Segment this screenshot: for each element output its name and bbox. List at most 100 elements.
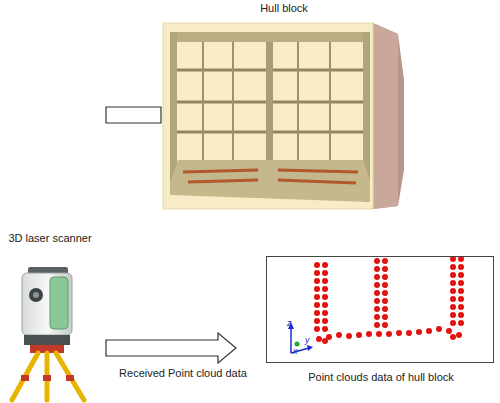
cloud-point (346, 333, 352, 339)
connector (106, 107, 161, 123)
cloud-point (374, 290, 380, 296)
hull-side (373, 23, 404, 209)
cloud-point (426, 328, 432, 334)
cloud-point (314, 302, 320, 308)
tripod-legs (12, 353, 84, 400)
cloud-point (450, 288, 456, 294)
cloud-point (322, 310, 328, 316)
cloud-point (382, 298, 388, 304)
scanner-base (24, 335, 70, 345)
cloud-point (382, 322, 388, 328)
point-cloud-plot (267, 257, 493, 362)
cloud-point (316, 336, 322, 342)
cloud-point (458, 312, 464, 318)
axis-label: x (293, 346, 298, 356)
scanner-lens-core (33, 292, 39, 298)
cloud-point (382, 290, 388, 296)
cloud-point (450, 312, 456, 318)
cloud-point (374, 298, 380, 304)
cloud-point (450, 334, 456, 340)
laser-scanner-illustration (0, 253, 100, 403)
cloud-point (458, 264, 464, 270)
scanner-body (22, 273, 72, 335)
cloud-point (374, 306, 380, 312)
photo-highlight (163, 23, 373, 209)
photo-node: Hull block (158, 0, 410, 214)
cloud-point (322, 278, 328, 284)
cloud-point (382, 314, 388, 320)
cloud-point (374, 258, 380, 264)
scanner-lens (29, 288, 43, 302)
cloud-point (322, 318, 328, 324)
cloud-point (382, 282, 388, 288)
cloud-point (458, 272, 464, 278)
arrow-label: Received Point cloud data (119, 367, 247, 379)
point-cloud-frame (266, 256, 494, 363)
hull-side-face (373, 23, 398, 209)
cloud-point (458, 304, 464, 310)
deck-plate (170, 32, 370, 42)
cloud-point (314, 286, 320, 292)
cloud-point (314, 310, 320, 316)
cloud-point (456, 332, 462, 338)
cloud-point (314, 326, 320, 332)
scanner-label: 3D laser scanner (0, 232, 100, 244)
block-arrow (106, 333, 236, 363)
photo-heading: Hull block (158, 2, 410, 14)
cloud-caption: Point clouds data of hull block (266, 371, 496, 383)
cloud-point (446, 328, 452, 334)
block-arrow (106, 107, 161, 123)
point-cloud-box: Point clouds data of hull block (266, 256, 496, 392)
cloud-point (322, 286, 328, 292)
z-axis (290, 327, 292, 353)
stiffeners (177, 70, 363, 132)
cloud-point (450, 272, 456, 278)
cloud-point (458, 257, 464, 262)
cloud-point (376, 331, 382, 337)
cloud-point (322, 302, 328, 308)
cloud-point (322, 326, 328, 332)
tripod-clamps (21, 375, 74, 381)
axis-label: y (305, 335, 310, 345)
cloud-point (356, 332, 362, 338)
photo-border (163, 23, 373, 209)
cloud-point (458, 280, 464, 286)
cloud-point (450, 320, 456, 326)
cloud-point (382, 258, 388, 264)
cloud-point (314, 294, 320, 300)
cloud-point (382, 306, 388, 312)
hull-block-photo (158, 20, 408, 212)
cloud-point (450, 304, 456, 310)
axis-label: z (287, 318, 292, 328)
cloud-point (374, 314, 380, 320)
cloud-point (396, 330, 402, 336)
cloud-point (458, 296, 464, 302)
cloud-point (374, 322, 380, 328)
cloud-point (458, 288, 464, 294)
cloud-point (314, 318, 320, 324)
side-shell (170, 32, 177, 182)
cloud-point (416, 329, 422, 335)
cloud-point (374, 266, 380, 272)
bottom-plate (170, 160, 370, 202)
cloud-point (450, 257, 456, 262)
cloud-point (386, 331, 392, 337)
cloud-point (436, 326, 442, 332)
cloud-point (382, 274, 388, 280)
cloud-point (458, 320, 464, 326)
cloud-point (366, 331, 372, 337)
cloud-point (450, 264, 456, 270)
cloud-point (450, 280, 456, 286)
cloud-point (382, 266, 388, 272)
cloud-point (450, 296, 456, 302)
cloud-point (322, 270, 328, 276)
connector (106, 333, 236, 363)
scanner-panel (50, 277, 68, 329)
floor-bars (183, 170, 358, 183)
cloud-point (314, 270, 320, 276)
y-axis-dot (295, 342, 300, 347)
cloud-point (314, 262, 320, 268)
scanner-node: 3D laser scanner (0, 232, 100, 403)
